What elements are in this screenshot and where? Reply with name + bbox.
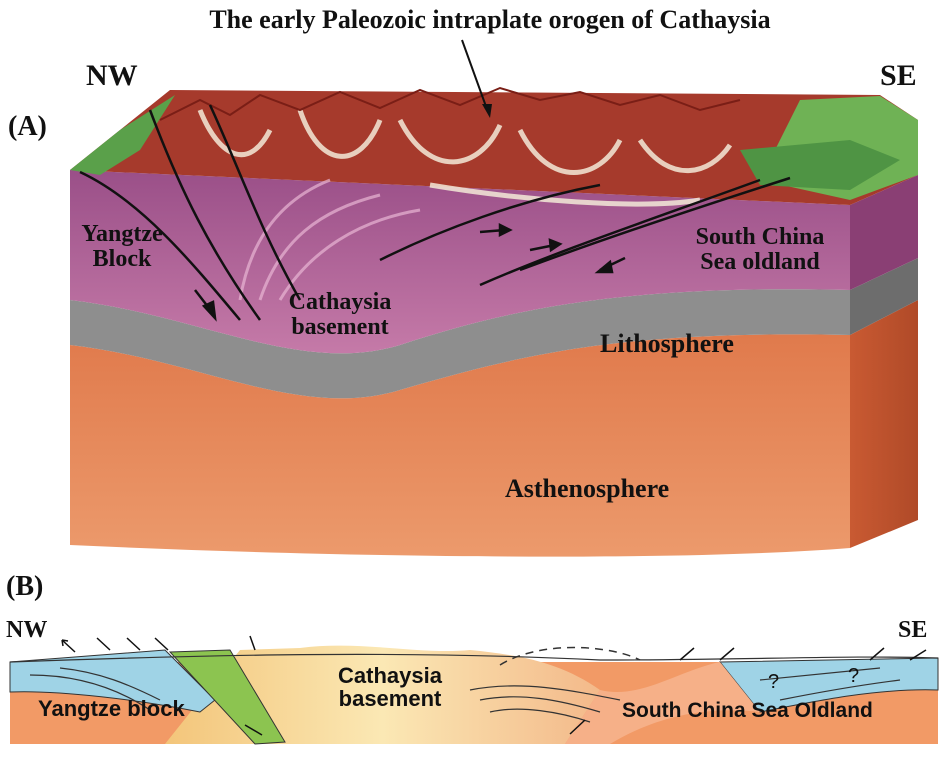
lithosphere-label: Lithosphere [600, 330, 734, 357]
figure-title: The early Paleozoic intraplate orogen of… [120, 6, 860, 33]
panel-a-nw-label: NW [86, 60, 138, 92]
panel-b-label: (B) [6, 572, 43, 601]
question-mark: ? [848, 666, 859, 687]
panel-a-se-label: SE [880, 60, 917, 92]
south-china-sea-oldland-label: South China Sea oldland [660, 225, 860, 275]
yangtze-block-b-label: Yangtze block [38, 697, 185, 720]
panel-b-nw-label: NW [6, 618, 47, 643]
panel-b-se-label: SE [898, 618, 927, 643]
question-mark: ? [768, 672, 779, 693]
south-china-sea-oldland-b-label: South China Sea Oldland [622, 700, 873, 722]
asthenosphere-label: Asthenosphere [505, 475, 669, 502]
panel-a-label: (A) [8, 112, 47, 141]
cathaysia-basement-b-label: Cathaysia basement [315, 664, 465, 710]
cathaysia-basement-label: Cathaysia basement [265, 290, 415, 340]
block-side-face [850, 300, 918, 548]
yangtze-block-label: Yangtze Block [62, 222, 182, 272]
